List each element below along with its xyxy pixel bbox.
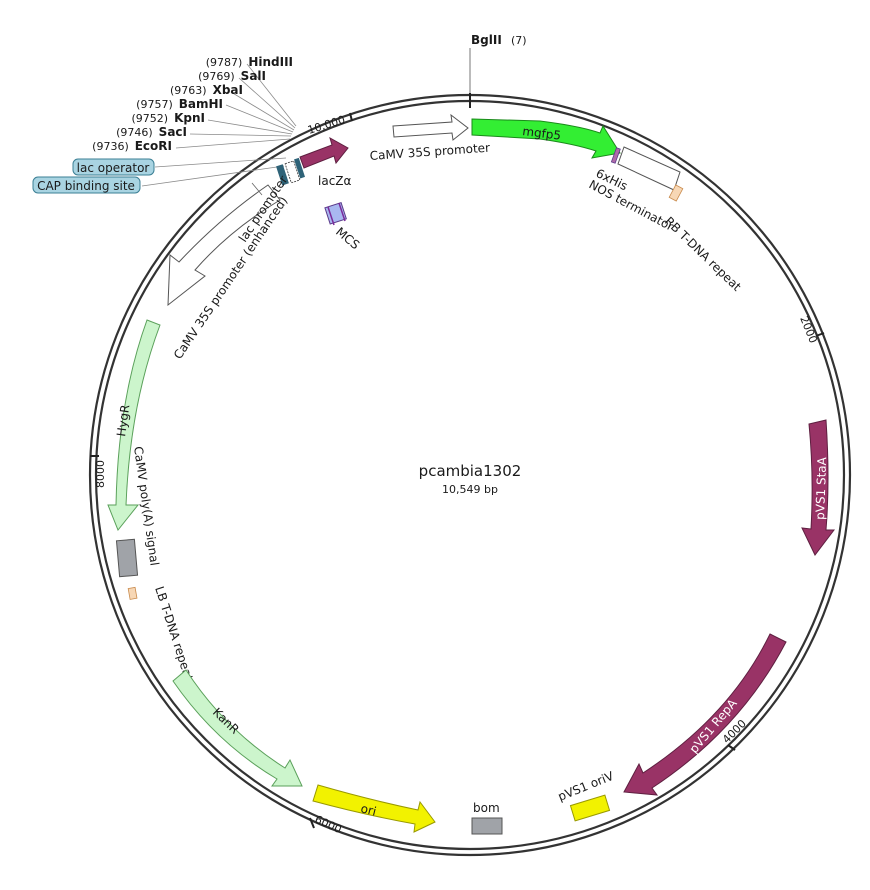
site-kpni: (9752)KpnI: [132, 111, 205, 125]
feature-lacz-arrow: [299, 136, 349, 169]
feature-bom-label: bom: [473, 801, 500, 815]
feature-hygr-arrow: [107, 319, 161, 531]
feature-mcs-label: MCS: [333, 225, 362, 253]
feature-mgfp5-arrow: [471, 118, 621, 159]
feature-lb-repeat-label: LB T-DNA repeat: [152, 585, 196, 683]
svg-text:lac operator: lac operator: [77, 161, 150, 175]
site-xbai: (9763)XbaI: [170, 83, 243, 97]
svg-text:CAP binding site: CAP binding site: [37, 179, 135, 193]
feature-kanr-arrow: [172, 669, 303, 787]
restriction-site-list: (9787)HindIII (9769)SalI (9763)XbaI (975…: [92, 55, 293, 153]
feature-pvs1-oriv-label: pVS1 oriV: [556, 769, 616, 804]
feature-hygr-label: HygR: [114, 404, 132, 438]
feature-pvs1-oriv-box: [569, 794, 611, 822]
site-leaders: [141, 63, 297, 187]
feature-pvs1-staa-arrow: [801, 419, 836, 556]
feature-lb-repeat-box: [127, 586, 138, 600]
site-hindiii: (9787)HindIII: [206, 55, 293, 69]
site-bamhi: (9757)BamHI: [136, 97, 223, 111]
lac-operator-mark: [284, 160, 301, 184]
feature-ori-arrow: [312, 784, 436, 833]
site-bglii-position: (7): [511, 34, 527, 47]
feature-lacz-label: lacZα: [318, 174, 352, 188]
plasmid-length: 10,549 bp: [442, 483, 498, 496]
feature-camv-polya-box: [115, 538, 139, 578]
feature-camv35s-promoter-arrow: [392, 113, 469, 141]
feature-nos-terminator-label: NOS terminator: [587, 177, 676, 233]
tick-label-10000: 10,000: [306, 113, 347, 137]
site-sali: (9769)SalI: [198, 69, 266, 83]
feature-bom-box: [471, 817, 503, 835]
feature-pvs1-staa-label: pVS1 StaA: [813, 456, 829, 520]
cap-binding-site-mark: [276, 164, 289, 186]
lac-promoter-mark: [294, 157, 305, 179]
feature-rb-repeat-box: [668, 184, 684, 202]
site-ecori: (9736)EcoRI: [92, 139, 172, 153]
feature-6xhis-mark: [610, 147, 621, 164]
site-bglii-name: BglII: [471, 33, 502, 47]
feature-rb-repeat-label: RB T-DNA repeat: [662, 214, 744, 294]
label-lac-operator: lac operator: [72, 158, 155, 176]
feature-ori-label: ori: [359, 801, 378, 818]
site-bglii: BglII (7): [469, 33, 527, 108]
feature-pvs1-repa-arrow: [623, 633, 787, 796]
feature-camv35s-promoter-label: CaMV 35S promoter: [369, 141, 490, 163]
label-cap-binding-site: CAP binding site: [32, 176, 141, 194]
plasmid-name: pcambia1302: [419, 462, 522, 480]
feature-camv35s-enhanced-arrow: [167, 184, 281, 307]
feature-mgfp5-label: mgfp5: [522, 124, 562, 143]
tick-label-8000: 8000: [94, 460, 107, 488]
tick-label-6000: 6000: [313, 813, 344, 836]
tick-8000: 8000: [90, 455, 107, 488]
site-saci: (9746)SacI: [116, 125, 187, 139]
